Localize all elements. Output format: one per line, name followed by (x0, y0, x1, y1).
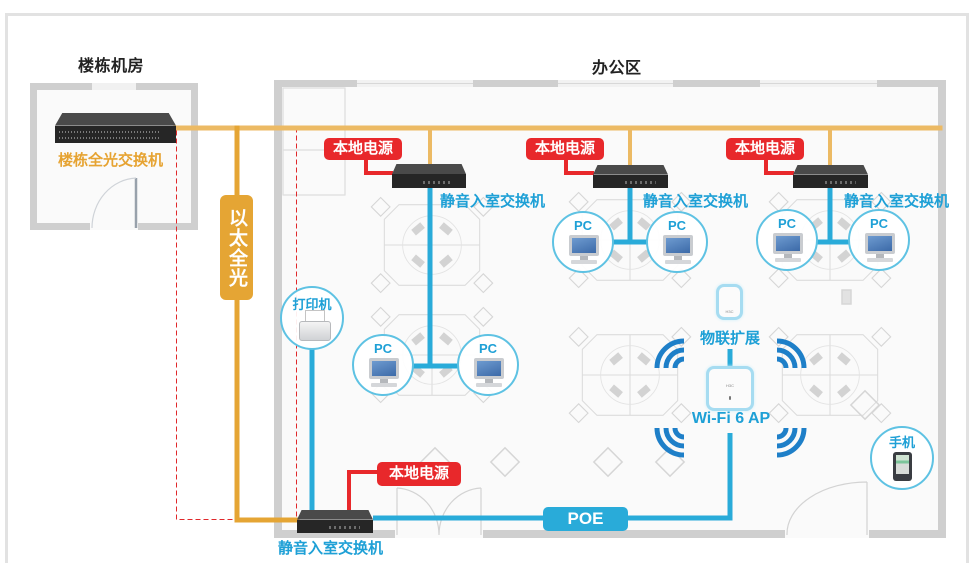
iot-extension-label: 物联扩展 (699, 330, 760, 347)
access-switch-label: 静音入室交换机 (278, 540, 384, 557)
power-link (564, 159, 594, 175)
wifi-signal-icon (654, 338, 685, 369)
core-switch-label: 楼栋全光交换机 (58, 152, 164, 169)
pc-monitor-icon (369, 358, 399, 379)
pc-node[interactable]: PC (848, 209, 910, 271)
printer-label: 打印机 (292, 297, 332, 312)
switch-top (593, 165, 668, 175)
smartphone-icon (893, 452, 912, 481)
pc-label: PC (573, 218, 593, 233)
access-point-label: Wi-Fi 6 AP (691, 410, 771, 427)
pc-label: PC (869, 216, 889, 231)
pc-label: PC (478, 341, 498, 356)
poe-link (373, 433, 733, 521)
pc-node[interactable]: PC (646, 211, 708, 273)
switch-ports (297, 519, 373, 533)
pc-node[interactable]: PC (552, 211, 614, 273)
printer-node[interactable]: 打印机 (280, 286, 344, 350)
power-link (764, 159, 794, 175)
switch-ports (593, 174, 668, 188)
local-power-tag: 本地电源 (526, 138, 604, 160)
phone-node[interactable]: 手机 (870, 426, 934, 490)
iot-extension-device[interactable]: H3C (716, 284, 743, 320)
power-link (364, 159, 393, 175)
local-power-tag: 本地电源 (377, 462, 461, 486)
access-switch-label: 静音入室交换机 (440, 193, 546, 210)
pc-node[interactable]: PC (352, 334, 414, 396)
access-switch-label: 静音入室交换机 (643, 193, 749, 210)
core-switch[interactable] (55, 113, 176, 143)
power-link (347, 470, 378, 511)
brand-logo: H3C (725, 383, 734, 388)
switch-top (55, 113, 176, 126)
pc-label: PC (373, 341, 393, 356)
switch-ports (793, 174, 868, 188)
pc-node[interactable]: PC (756, 209, 818, 271)
pc-monitor-icon (569, 235, 599, 256)
switch-top (392, 164, 466, 175)
access-switch-label: 静音入室交换机 (844, 193, 950, 210)
switch-ports (392, 174, 466, 188)
pc-monitor-icon (865, 233, 895, 254)
wifi-signal-icon (654, 427, 685, 458)
access-switch[interactable] (793, 165, 868, 188)
pc-monitor-icon (663, 235, 693, 256)
server-room-window (92, 83, 136, 90)
printer-icon (299, 321, 331, 341)
ethernet-links (309, 188, 850, 521)
office-title: 办公区 (592, 60, 642, 77)
local-power-tag: 本地电源 (324, 138, 402, 160)
switch-top (297, 510, 373, 520)
local-power-tag: 本地电源 (726, 138, 804, 160)
access-switch[interactable] (297, 510, 373, 533)
switch-ports (55, 125, 176, 143)
wifi-signal-icon (776, 427, 807, 458)
pc-label: PC (667, 218, 687, 233)
pc-node[interactable]: PC (457, 334, 519, 396)
pc-monitor-icon (773, 233, 803, 254)
fiber-label-tag: 以太全光 (220, 195, 253, 300)
office-doors (396, 481, 868, 536)
access-switch[interactable] (392, 164, 466, 188)
server-room-walls (30, 83, 198, 230)
server-room-title: 楼栋机房 (78, 58, 145, 75)
poe-label-tag: POE (543, 507, 628, 531)
power-links (347, 159, 794, 511)
brand-logo: H3C (725, 309, 734, 314)
switch-top (793, 165, 868, 175)
pc-monitor-icon (474, 358, 504, 379)
pc-label: PC (777, 216, 797, 231)
phone-label: 手机 (888, 435, 915, 450)
wifi6-access-point[interactable]: H3C (706, 366, 754, 411)
fiber-label: 以太全光 (226, 207, 247, 288)
access-switch[interactable] (593, 165, 668, 188)
wifi-signal-icon (776, 338, 807, 369)
status-led (729, 396, 731, 400)
